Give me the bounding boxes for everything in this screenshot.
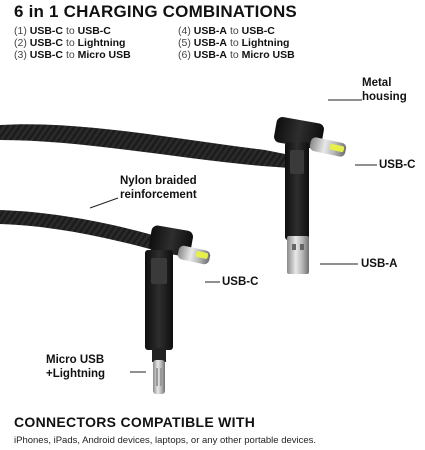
combination-item: (3) USB-C to Micro USB <box>14 49 131 61</box>
compatibility-heading: CONNECTORS COMPATIBLE WITH <box>14 414 256 430</box>
combination-item: (1) USB-C to USB-C <box>14 25 111 37</box>
callout-usb-c-bottom: USB-C <box>222 276 259 288</box>
lower-cable <box>0 210 170 254</box>
upper-connector-head <box>274 116 347 240</box>
callout-line-nylon <box>89 197 119 209</box>
combination-item: (5) USB-A to Lightning <box>178 37 290 49</box>
combination-item: (2) USB-C to Lightning <box>14 37 126 49</box>
callout-usb-c-top: USB-C <box>379 159 416 171</box>
compatibility-text: iPhones, iPads, Android devices, laptops… <box>14 435 317 446</box>
callout-metal-housing: Metal housing <box>362 77 407 103</box>
lower-connector-head <box>145 225 211 350</box>
combination-item: (4) USB-A to USB-C <box>178 25 275 37</box>
combination-list-right: (4) USB-A to USB-C (5) USB-A to Lightnin… <box>178 25 295 61</box>
lightning-plug <box>152 348 166 394</box>
combination-list-left: (1) USB-C to USB-C (2) USB-C to Lightnin… <box>14 25 131 61</box>
upper-cable <box>0 124 290 168</box>
callout-nylon-braided: Nylon braided reinforcement <box>120 175 197 201</box>
combination-item: (6) USB-A to Micro USB <box>178 49 295 61</box>
page-title: 6 in 1 CHARGING COMBINATIONS <box>14 2 297 21</box>
usb-a-plug <box>287 236 309 274</box>
callout-micro-lightning: Micro USB +Lightning <box>46 354 106 380</box>
callout-usb-a: USB-A <box>361 258 398 270</box>
